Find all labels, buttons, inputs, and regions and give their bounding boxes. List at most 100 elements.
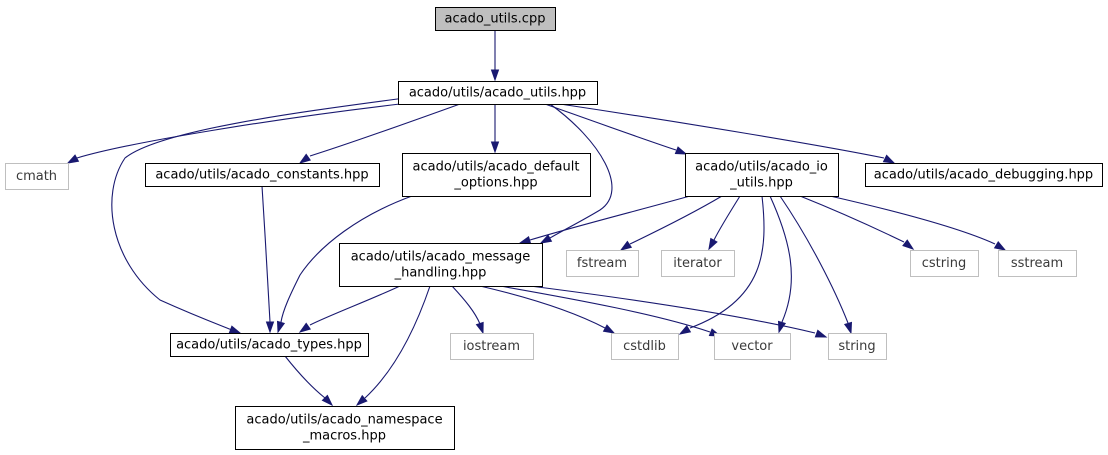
node-label: iterator (673, 256, 722, 271)
node-cmath[interactable]: cmath (5, 163, 69, 190)
node-box (998, 250, 1077, 277)
edge-line (284, 355, 326, 399)
node-constants[interactable]: acado/utils/acado_constants.hpp (145, 163, 380, 187)
arrowhead (619, 240, 633, 251)
edge-io_utils-to-fstream (619, 195, 723, 251)
edge-utils-to-debugging (559, 103, 896, 164)
arrowhead (539, 234, 553, 244)
node-box (435, 7, 556, 31)
node-namespace[interactable]: acado/utils/acado_namespace_macros.hpp (235, 406, 455, 450)
edge-utils-to-message (539, 103, 613, 244)
arrowhead (902, 239, 915, 250)
node-label: cstdlib (623, 339, 666, 354)
edge-line (280, 195, 413, 323)
node-iostream[interactable]: iostream (450, 333, 534, 360)
node-label: acado_utils.cpp (445, 12, 546, 27)
node-io-utils[interactable]: acado/utils/acado_io_utils.hpp (685, 153, 839, 197)
arrowhead (298, 322, 312, 333)
edge-utils-to-types (111, 97, 406, 334)
node-label: cstring (922, 256, 966, 271)
arrowhead (678, 324, 692, 335)
node-message[interactable]: acado/utils/acado_message_handling.hpp (339, 243, 543, 287)
edge-io_utils-to-vector (769, 195, 792, 334)
node-box (170, 333, 369, 357)
node-cstdlib[interactable]: cstdlib (611, 333, 679, 360)
node-fstream[interactable]: fstream (566, 250, 639, 277)
edge-io_utils-to-sstream (829, 195, 1007, 251)
node-label: sstream (1011, 256, 1063, 271)
edge-line (499, 285, 711, 333)
node-box (910, 250, 979, 277)
node-label: fstream (577, 256, 627, 271)
node-cstring[interactable]: cstring (910, 250, 979, 277)
arrowhead (814, 329, 828, 338)
edge-line (529, 195, 691, 241)
node-string[interactable]: string (828, 333, 887, 360)
node-root[interactable]: acado_utils.cpp (435, 7, 556, 31)
node-box (714, 333, 791, 360)
node-label: acado/utils/acado_namespace (246, 413, 442, 428)
arrowhead (518, 235, 532, 245)
arrowhead (490, 141, 500, 154)
edge-line (829, 195, 996, 245)
node-label: acado/utils/acado_types.hpp (176, 338, 362, 353)
edge-message-to-cstdlib (479, 285, 616, 334)
node-label: _options.hpp (453, 176, 537, 191)
edge-io_utils-to-iterator (708, 195, 741, 251)
node-box (5, 163, 69, 190)
edge-line (261, 185, 271, 323)
edge-message-to-types (298, 285, 401, 333)
edge-io_utils-to-cstring (799, 195, 915, 250)
arrowhead (490, 69, 500, 82)
edge-message-to-iostream (451, 285, 484, 335)
node-box (339, 243, 543, 287)
arrowhead (843, 321, 853, 335)
node-vector[interactable]: vector (714, 333, 791, 360)
node-box (865, 163, 1103, 187)
node-utils[interactable]: acado/utils/acado_utils.hpp (398, 81, 598, 105)
node-types[interactable]: acado/utils/acado_types.hpp (170, 333, 369, 357)
node-box (402, 153, 591, 197)
node-sstream[interactable]: sstream (998, 250, 1077, 277)
node-iterator[interactable]: iterator (661, 250, 735, 277)
edge-line (76, 103, 401, 159)
node-debugging[interactable]: acado/utils/acado_debugging.hpp (865, 163, 1103, 187)
arrowhead (708, 237, 718, 251)
edge-line (769, 195, 792, 323)
edges-layer (66, 30, 1007, 407)
node-default-options[interactable]: acado/utils/acado_default_options.hpp (402, 153, 591, 197)
edge-line (559, 103, 885, 159)
edge-utils-to-default_options (490, 104, 500, 154)
edge-types-to-namespace (284, 355, 334, 407)
arrowhead (993, 240, 1007, 251)
node-box (145, 163, 380, 187)
node-label: _handling.hpp (394, 266, 487, 281)
arrowhead (882, 154, 896, 164)
edge-line (549, 103, 613, 239)
node-box (450, 333, 534, 360)
edge-line (364, 285, 431, 399)
node-label: vector (731, 339, 773, 354)
edge-io_utils-to-cstdlib (678, 195, 765, 335)
edge-utils-to-io_utils (544, 103, 688, 155)
edge-message-to-namespace (355, 285, 431, 406)
edge-io_utils-to-string (779, 195, 853, 335)
arrowhead (602, 324, 616, 334)
arrowhead (66, 154, 80, 164)
nodes-layer: acado_utils.cpp acado/utils/acado_utils.h… (5, 7, 1103, 450)
node-label: _macros.hpp (302, 429, 386, 444)
node-box (828, 333, 887, 360)
node-label: cmath (16, 169, 57, 184)
edge-line (544, 103, 677, 151)
edge-utils-to-constants (298, 103, 461, 164)
edge-line (713, 195, 741, 241)
edge-utils-to-cmath (66, 103, 401, 164)
edge-root-to-utils (490, 30, 500, 82)
edge-line (689, 195, 765, 329)
edge-line (309, 103, 461, 157)
arrowhead (265, 321, 275, 334)
node-box (398, 81, 598, 105)
edge-message-to-string (529, 285, 828, 338)
node-label: acado/utils/acado_utils.hpp (409, 86, 586, 101)
